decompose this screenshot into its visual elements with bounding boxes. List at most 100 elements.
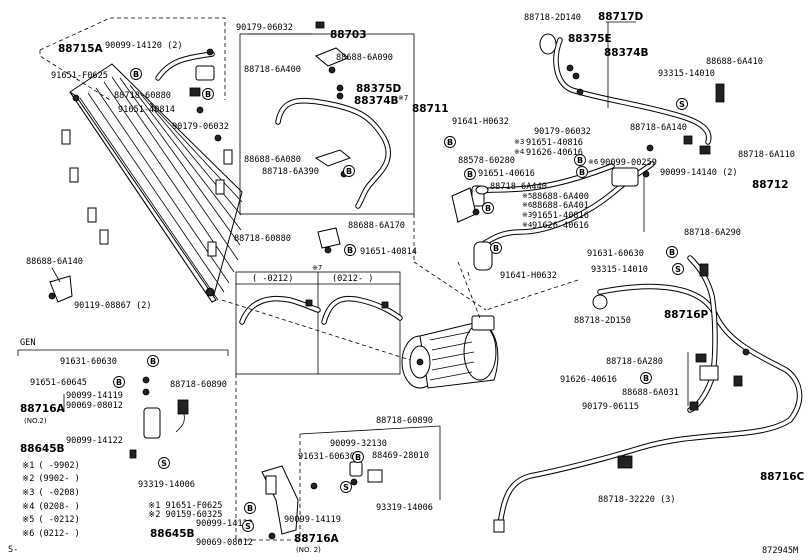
- label-88688-6a031: 88688-6A031: [622, 388, 679, 398]
- callout-b: [344, 244, 356, 256]
- mark-x3: ※3: [522, 211, 532, 219]
- label-88712: 88712: [752, 179, 789, 191]
- label-90099-14122: 90099-14122: [196, 519, 253, 529]
- label-88718-6a440: 88718-6A440: [490, 182, 547, 192]
- label-91651-60645: 91651-60645: [30, 378, 87, 388]
- label-88374b: 88374B: [354, 95, 399, 107]
- callout-b: [343, 165, 355, 177]
- callout-b: [147, 355, 159, 367]
- label-91626-40616: 91626-40616: [560, 375, 617, 385]
- mark-x4: ※4: [514, 148, 525, 156]
- callout-b: [490, 242, 502, 254]
- label-88688-6a170: 88688-6A170: [348, 221, 405, 231]
- label-93315-14010: 93315-14010: [591, 265, 648, 275]
- legend-row: ※2(9902- ): [22, 474, 80, 484]
- label-88716a-sub: (NO.2): [24, 417, 47, 425]
- svg-text:B: B: [346, 167, 352, 176]
- label-93319-14006: 93319-14006: [138, 480, 195, 490]
- callout-b: [574, 154, 586, 166]
- label-88716a: 88716A: [20, 403, 66, 415]
- label-88718-6a400: 88718-6A400: [244, 65, 301, 75]
- label-90179-06032: 90179-06032: [534, 127, 591, 137]
- label-91626-40616: 91626-40616: [526, 148, 583, 158]
- label-90179-06115: 90179-06115: [582, 402, 639, 412]
- label-88688-6a140: 88688-6A140: [26, 257, 83, 267]
- label-90099-32130: 90099-32130: [330, 439, 387, 449]
- label-88716p: 88716P: [664, 309, 709, 321]
- label-88578-60280: 88578-60280: [458, 156, 515, 166]
- label-88688-6a090: 88688-6A090: [336, 53, 393, 63]
- legend-row: ※6(0212- ): [22, 529, 80, 539]
- callout-b: [576, 166, 588, 178]
- svg-text:B: B: [577, 156, 583, 165]
- label-91651-40616: 91651-40616: [478, 169, 535, 179]
- callout-b: [113, 376, 125, 388]
- legend-row: ※4(0208- ): [22, 502, 80, 512]
- label-88718-60880: 88718-60880: [114, 91, 171, 101]
- legend-row: ※1( -9902): [22, 461, 80, 471]
- label-x7: ※7: [398, 94, 408, 102]
- mark-x6: ※6: [588, 158, 599, 166]
- pipe-variants: [239, 295, 403, 325]
- mark-x5: ※5: [522, 192, 532, 200]
- mark-x4: ※4: [522, 221, 533, 229]
- label-88718-6a290: 88718-6A290: [684, 228, 741, 238]
- svg-text:B: B: [643, 374, 649, 383]
- label-90069-08012: 90069-08012: [196, 538, 253, 548]
- label-91631-60630: 91631-60630: [60, 357, 117, 367]
- svg-text:B: B: [347, 246, 353, 255]
- label-91631-60630: 91631-60630: [587, 249, 644, 259]
- pipe-88716: [493, 255, 803, 533]
- label-88718-6a280: 88718-6A280: [606, 357, 663, 367]
- callout-b: [482, 202, 494, 214]
- label-91651-40816: 91651-40816: [526, 138, 583, 148]
- label-90119-08867: 90119-08867 (2): [74, 301, 152, 311]
- label-88469-28010: 88469-28010: [372, 451, 429, 461]
- label-range-b: (0212- ): [332, 274, 373, 284]
- svg-text:S: S: [161, 459, 167, 468]
- svg-text:B: B: [447, 138, 453, 147]
- svg-text:B: B: [116, 378, 122, 387]
- label-x7-box: ※7: [312, 264, 322, 272]
- label-91651-f0625: ※1 91651-F0625: [148, 501, 222, 511]
- label-88718-6a110: 88718-6A110: [738, 150, 795, 160]
- label-88718-2d150: 88718-2D150: [574, 316, 631, 326]
- label-88374b: 88374B: [604, 47, 649, 59]
- svg-text:B: B: [355, 453, 361, 462]
- label-88645b: 88645B: [20, 443, 65, 455]
- svg-text:S: S: [675, 265, 681, 274]
- label-88718-2d140: 88718-2D140: [524, 13, 581, 23]
- label-88718-60890: 88718-60890: [376, 416, 433, 426]
- label-range-a: ( -0212): [252, 274, 293, 284]
- label-90159-60325: ※2 90159-60325: [148, 510, 222, 520]
- callout-s: [340, 481, 352, 493]
- diagram-id: 872945M: [762, 546, 798, 556]
- label-93315-14010: 93315-14010: [658, 69, 715, 79]
- svg-text:B: B: [485, 204, 491, 213]
- label-88716a-sub: (NO. 2): [296, 546, 321, 554]
- label-90099-00259: 90099-00259: [600, 158, 657, 168]
- callout-s: [672, 263, 684, 275]
- svg-text:B: B: [133, 70, 139, 79]
- label-88718-60880: 88718-60880: [234, 234, 291, 244]
- mark-x6: ※6: [522, 201, 533, 209]
- label-90069-08012: 90069-08012: [66, 401, 123, 411]
- callout-s: [676, 98, 688, 110]
- label-88717d: 88717D: [598, 11, 644, 23]
- label-93319-14006: 93319-14006: [376, 503, 433, 513]
- svg-text:S: S: [343, 483, 349, 492]
- label-88688-6a080: 88688-6A080: [244, 155, 301, 165]
- label-88375d: 88375D: [356, 83, 402, 95]
- label-90099-14140: 90099-14140 (2): [660, 168, 738, 178]
- callout-s: [158, 457, 170, 469]
- svg-text:B: B: [205, 90, 211, 99]
- svg-text:B: B: [579, 168, 585, 177]
- callout-b: [244, 502, 256, 514]
- label-88711: 88711: [412, 103, 449, 115]
- compressor: [401, 315, 499, 389]
- svg-text:B: B: [493, 244, 499, 253]
- label-91641-h0632: 91641-H0632: [452, 117, 509, 127]
- label-88718-6a390: 88718-6A390: [262, 167, 319, 177]
- callout-b: [464, 168, 476, 180]
